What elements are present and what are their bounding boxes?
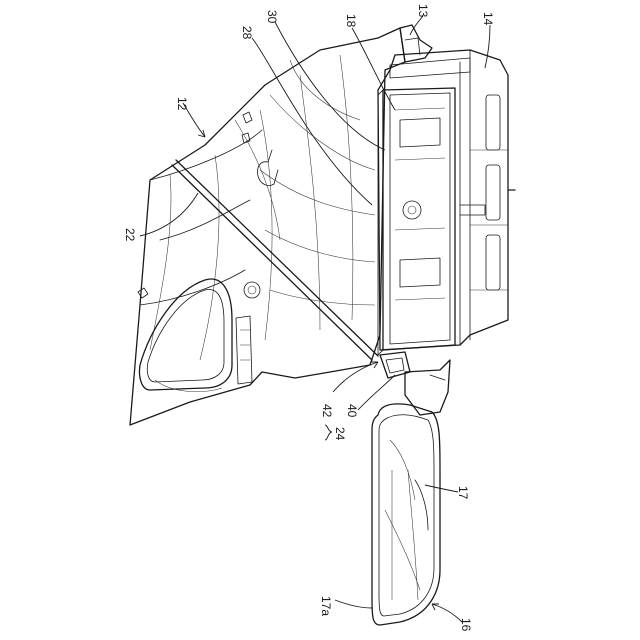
wheel-arch-opening bbox=[139, 279, 232, 392]
label-24: 24 bbox=[333, 427, 347, 441]
reference-labels: 12 22 28 30 18 13 14 42 40 24 17 17a 16 bbox=[123, 4, 495, 632]
label-18: 18 bbox=[344, 14, 358, 28]
label-22: 22 bbox=[123, 228, 137, 242]
frame-30 bbox=[378, 88, 485, 355]
label-13: 13 bbox=[416, 4, 430, 18]
leader-lines bbox=[140, 16, 490, 622]
top-bracket-13 bbox=[390, 25, 470, 78]
label-16: 16 bbox=[459, 618, 473, 632]
label-14: 14 bbox=[481, 12, 495, 26]
label-17a: 17a bbox=[319, 596, 333, 616]
label-42: 42 bbox=[320, 404, 334, 418]
label-30: 30 bbox=[265, 10, 279, 24]
label-12: 12 bbox=[175, 97, 189, 111]
rod-22 bbox=[172, 160, 378, 360]
lid-17 bbox=[372, 404, 440, 625]
lower-bracket-40-42 bbox=[380, 352, 450, 415]
label-17: 17 bbox=[456, 486, 470, 500]
side-trim-panel bbox=[130, 28, 405, 425]
mounting-brackets bbox=[138, 112, 260, 384]
label-40: 40 bbox=[345, 404, 359, 418]
label-28: 28 bbox=[240, 26, 254, 40]
